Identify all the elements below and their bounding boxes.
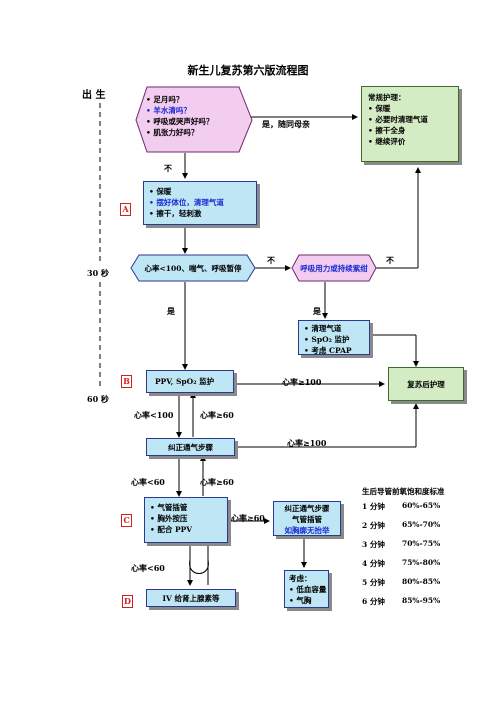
timeline-birth: 出 生 (82, 90, 106, 101)
routine-care-box: 常规护理： 保暖 必要时清理气道 擦干全身 继续评价 (361, 86, 459, 162)
badge-c: C (121, 514, 132, 527)
assess-item: • 足月吗？ (146, 95, 184, 104)
labored-text: 呼吸用力或持续紫绀 (300, 263, 368, 273)
badge-d: D (122, 595, 133, 608)
spo2-time: 1 分钟 (362, 502, 385, 511)
spo2-time: 4 分钟 (362, 559, 385, 568)
routine-item: 擦干全身 (368, 125, 452, 136)
b-hr-lt100: 心率<100 (134, 410, 174, 420)
yes-label-right: 是 (313, 306, 321, 316)
airway-item: 清理气道 (304, 323, 364, 334)
post-care-box: 复苏后护理 (388, 367, 464, 401)
spo2-time: 3 分钟 (362, 540, 385, 549)
step-b-box: PPV, SpO₂ 监护 (146, 370, 234, 393)
assess-item: • 肌张力好吗？ (146, 128, 199, 137)
no-label-right2: 不 (386, 255, 394, 265)
c-hr-ge60: 心率≥60 (231, 513, 265, 523)
c-hr-lt60: 心率<60 (131, 563, 165, 573)
labored-shape (291, 254, 377, 282)
step-a-item: 保暖 (149, 186, 251, 197)
consider-item: 低血容量 (289, 584, 326, 595)
b-hr-ge100: 心率≥100 (282, 377, 322, 387)
step-a-item: 擦干，轻刺激 (149, 208, 251, 219)
airway-item: SpO₂ 监护 (304, 334, 364, 345)
no-label-a: 不 (164, 163, 172, 173)
assess-item: • 呼吸或哭声好吗？ (146, 117, 214, 126)
consider-box: 考虑： 低血容量 气胸 (284, 570, 329, 608)
correct-ventilation-box: 纠正通气步骤 (146, 438, 235, 456)
spo2-row: 1 分钟 60%-65% (362, 501, 445, 520)
step-c-item: 胸外按压 (150, 513, 222, 524)
spo2-range: 70%-75% (402, 539, 441, 548)
spo2-range: 60%-65% (402, 501, 441, 510)
spo2-heading: 生后导管前氧饱和度标准 (362, 487, 445, 496)
b-hr-ge60: 心率≥60 (200, 410, 234, 420)
spo2-range: 85%-95% (402, 596, 441, 605)
correct2-line: 纠正通气步骤 (284, 504, 330, 513)
correct-hr-lt60: 心率<60 (131, 477, 165, 487)
step-a-item: 摆好体位，清理气道 (149, 197, 251, 208)
spo2-row: 4 分钟 75%-80% (362, 558, 445, 577)
chart-title: 新生儿复苏第六版流程图 (187, 64, 309, 77)
assess-shape (135, 86, 253, 153)
assess-item: • 羊水清吗？ (146, 106, 191, 115)
airway-item: 考虑 CPAP (304, 345, 364, 356)
correct2-line: 气管插管 (292, 515, 322, 524)
consider-item: 气胸 (289, 595, 324, 606)
airway-box: 清理气道 SpO₂ 监护 考虑 CPAP (298, 320, 370, 355)
step-c-item: 气管插管 (150, 502, 222, 513)
spo2-range: 75%-80% (402, 558, 441, 567)
badge-b: B (121, 375, 132, 388)
spo2-time: 5 分钟 (362, 578, 385, 587)
timeline-30s: 30 秒 (87, 268, 109, 278)
routine-heading: 常规护理： (368, 93, 406, 102)
correct-hr-ge60: 心率≥60 (200, 477, 234, 487)
spo2-time: 6 分钟 (362, 597, 385, 606)
badge-a: A (120, 203, 131, 216)
step-a-box: 保暖 摆好体位，清理气道 擦干，轻刺激 (143, 181, 257, 225)
no-label-right1: 不 (267, 255, 275, 265)
consider-heading: 考虑： (289, 574, 312, 583)
step-c-box: 气管插管 胸外按压 配合 PPV (144, 497, 228, 543)
assess-questions: • 足月吗？ • 羊水清吗？ • 呼吸或哭声好吗？ • 肌张力好吗？ (146, 94, 213, 138)
step-d-box: IV 给肾上腺素等 (146, 589, 236, 607)
correct-hr-ge100: 心率≥100 (287, 438, 327, 448)
spo2-row: 2 分钟 65%-70% (362, 520, 445, 539)
spo2-row: 6 分钟 85%-95% (362, 596, 445, 615)
spo2-row: 3 分钟 70%-75% (362, 539, 445, 558)
assess-yes-label: 是，随同母亲 (262, 119, 310, 129)
correct2-box: 纠正通气步骤 气管插管 如胸廓无抬举 (273, 501, 341, 536)
spo2-time: 2 分钟 (362, 521, 385, 530)
spo2-table: 生后导管前氧饱和度标准 1 分钟 60%-65% 2 分钟 65%-70% 3 分钟… (362, 486, 445, 615)
routine-item: 必要时清理气道 (368, 114, 452, 125)
hr-check-shape (130, 254, 256, 282)
correct2-line: 如胸廓无抬举 (284, 526, 330, 535)
routine-item: 保暖 (368, 103, 452, 114)
yes-label-left: 是 (167, 306, 175, 316)
hr-check-text: 心率<100、喘气、呼吸暂停 (144, 263, 242, 273)
spo2-row: 5 分钟 80%-85% (362, 577, 445, 596)
spo2-range: 80%-85% (402, 577, 441, 586)
spo2-range: 65%-70% (402, 520, 441, 529)
timeline-60s: 60 秒 (87, 394, 109, 404)
step-c-item: 配合 PPV (150, 524, 222, 535)
routine-item: 继续评价 (368, 136, 452, 147)
